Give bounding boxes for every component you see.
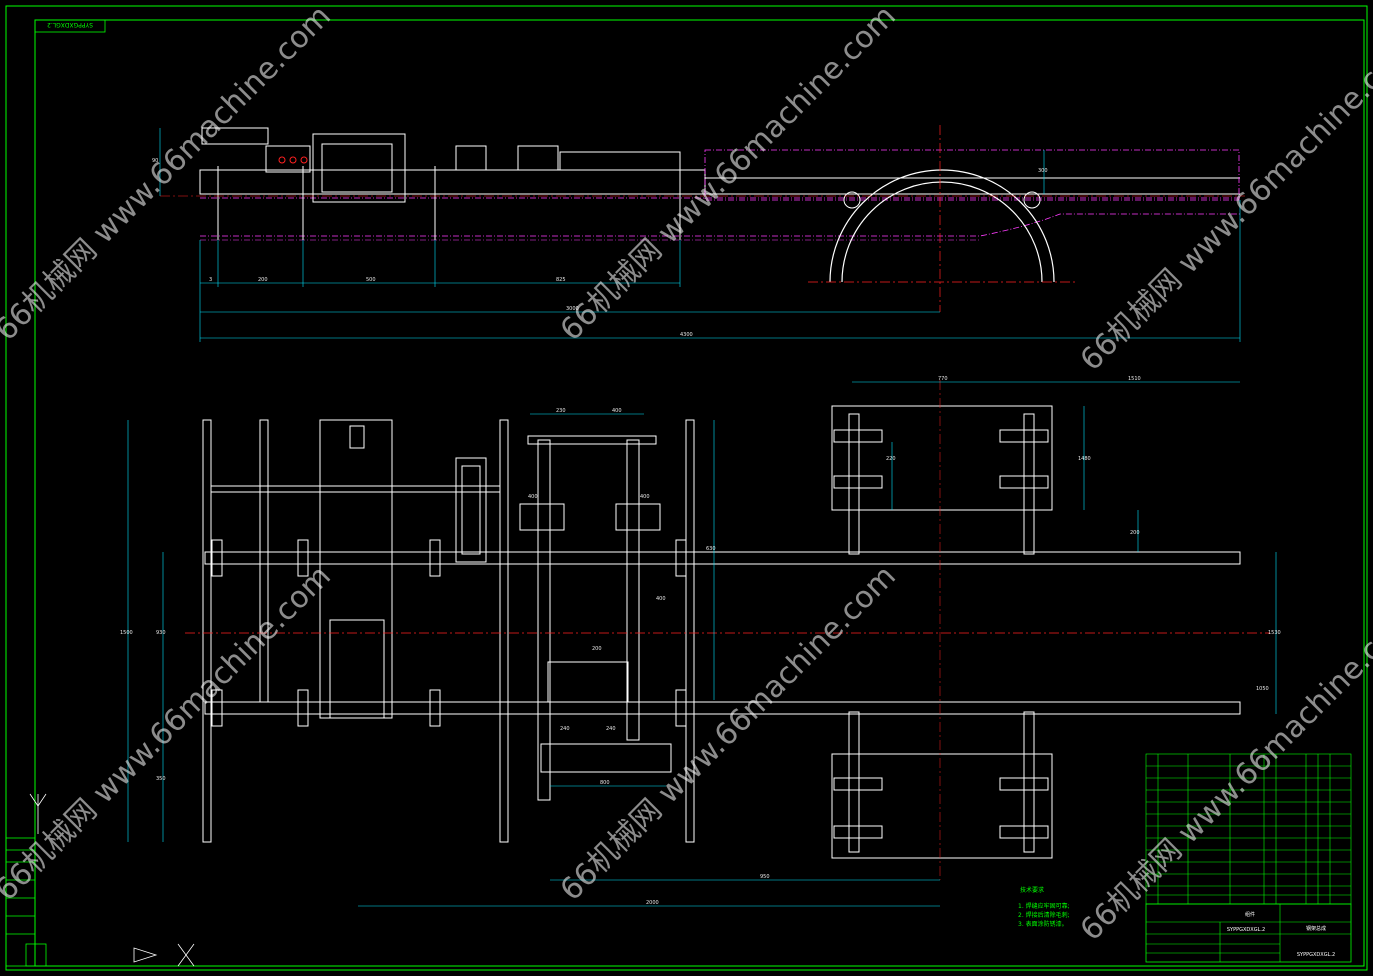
parts-list bbox=[1145, 753, 1352, 905]
dim-top-6: 4300 bbox=[680, 332, 693, 338]
title-block: 组件 钢架总成 SYPPGXDXGL.2 SYPPGXDXGL.2 bbox=[1145, 903, 1352, 963]
material-label: 组件 bbox=[1245, 911, 1255, 918]
dim-plan-2: 930 bbox=[156, 630, 166, 636]
plan-view bbox=[202, 405, 1241, 859]
dim-plan-4: 230 bbox=[556, 408, 566, 414]
dim-plan-15: 950 bbox=[760, 874, 770, 880]
watermark-3: 66机械网 www.66machine.com bbox=[1074, 29, 1373, 378]
dim-plan-9: 220 bbox=[886, 456, 896, 462]
dim-top-3: 500 bbox=[366, 277, 376, 283]
dim-top-4: 825 bbox=[556, 277, 566, 283]
dim-plan-13: 800 bbox=[600, 780, 610, 786]
dim-plan-21: 400 bbox=[612, 408, 622, 414]
projection-symbols bbox=[29, 793, 195, 967]
dim-top-7: 90 bbox=[152, 158, 158, 164]
dim-plan-22: 200 bbox=[592, 646, 602, 652]
dim-top-2: 200 bbox=[258, 277, 268, 283]
inner-frame bbox=[34, 19, 1365, 967]
tech-note-3: 3. 表面涂防锈漆。 bbox=[1018, 920, 1068, 928]
watermark-5: 66机械网 www.66machine.com bbox=[554, 559, 903, 908]
side-view-dim-labels: 3 200 500 825 3000 4300 90 300 bbox=[152, 158, 1048, 338]
dim-plan-3: 350 bbox=[156, 776, 166, 782]
left-margin-strip bbox=[5, 837, 47, 967]
tech-note-2: 2. 焊接后清除毛刺; bbox=[1018, 911, 1070, 919]
watermark-6: 66机械网 www.66machine.com bbox=[1074, 599, 1373, 948]
watermark-2: 66机械网 www.66machine.com bbox=[554, 0, 903, 348]
side-view bbox=[160, 125, 1245, 312]
dim-plan-16: 2000 bbox=[646, 900, 659, 906]
title-code: SYPPGXDXGL.2 bbox=[1227, 927, 1265, 933]
dim-top-1: 3 bbox=[209, 277, 212, 283]
dim-plan-11: 240 bbox=[560, 726, 570, 732]
dim-top-5: 3000 bbox=[566, 306, 579, 312]
plan-view-dim-labels: 1500 930 350 230 770 1510 1480 630 220 2… bbox=[120, 376, 1281, 906]
dim-plan-20: 400 bbox=[640, 494, 650, 500]
tech-note-1: 1. 焊缝应牢固可靠; bbox=[1018, 902, 1070, 910]
rotated-code-text: SYPPGXDXGL.2 bbox=[47, 21, 93, 28]
dim-plan-17: 1530 bbox=[1268, 630, 1281, 636]
dim-plan-7: 1480 bbox=[1078, 456, 1091, 462]
watermark-4: 66机械网 www.66machine.com bbox=[0, 559, 338, 908]
dim-plan-5: 770 bbox=[938, 376, 948, 382]
outer-frame bbox=[5, 5, 1368, 971]
dim-plan-10: 200 bbox=[1130, 530, 1140, 536]
dim-plan-6: 1510 bbox=[1128, 376, 1141, 382]
dim-plan-1: 1500 bbox=[120, 630, 133, 636]
dim-top-8: 300 bbox=[1038, 168, 1048, 174]
dim-plan-14: 400 bbox=[656, 596, 666, 602]
dim-plan-19: 400 bbox=[528, 494, 538, 500]
technical-notes: 技术要求 1. 焊缝应牢固可靠; 2. 焊接后清除毛刺; 3. 表面涂防锈漆。 bbox=[1018, 886, 1070, 928]
tech-notes-heading: 技术要求 bbox=[1020, 886, 1044, 894]
dim-plan-18: 1050 bbox=[1256, 686, 1269, 692]
watermark-1: 66机械网 www.66machine.com bbox=[0, 0, 338, 348]
title-block-code: SYPPGXDXGL.2 bbox=[1297, 952, 1335, 958]
plan-view-dimensions bbox=[127, 381, 1277, 907]
drawing-title: 钢架总成 bbox=[1306, 925, 1326, 932]
dim-plan-8: 630 bbox=[706, 546, 716, 552]
side-view-dimensions bbox=[159, 128, 1241, 342]
dim-plan-12: 240 bbox=[606, 726, 616, 732]
rotated-code-box: SYPPGXDXGL.2 bbox=[34, 19, 106, 33]
